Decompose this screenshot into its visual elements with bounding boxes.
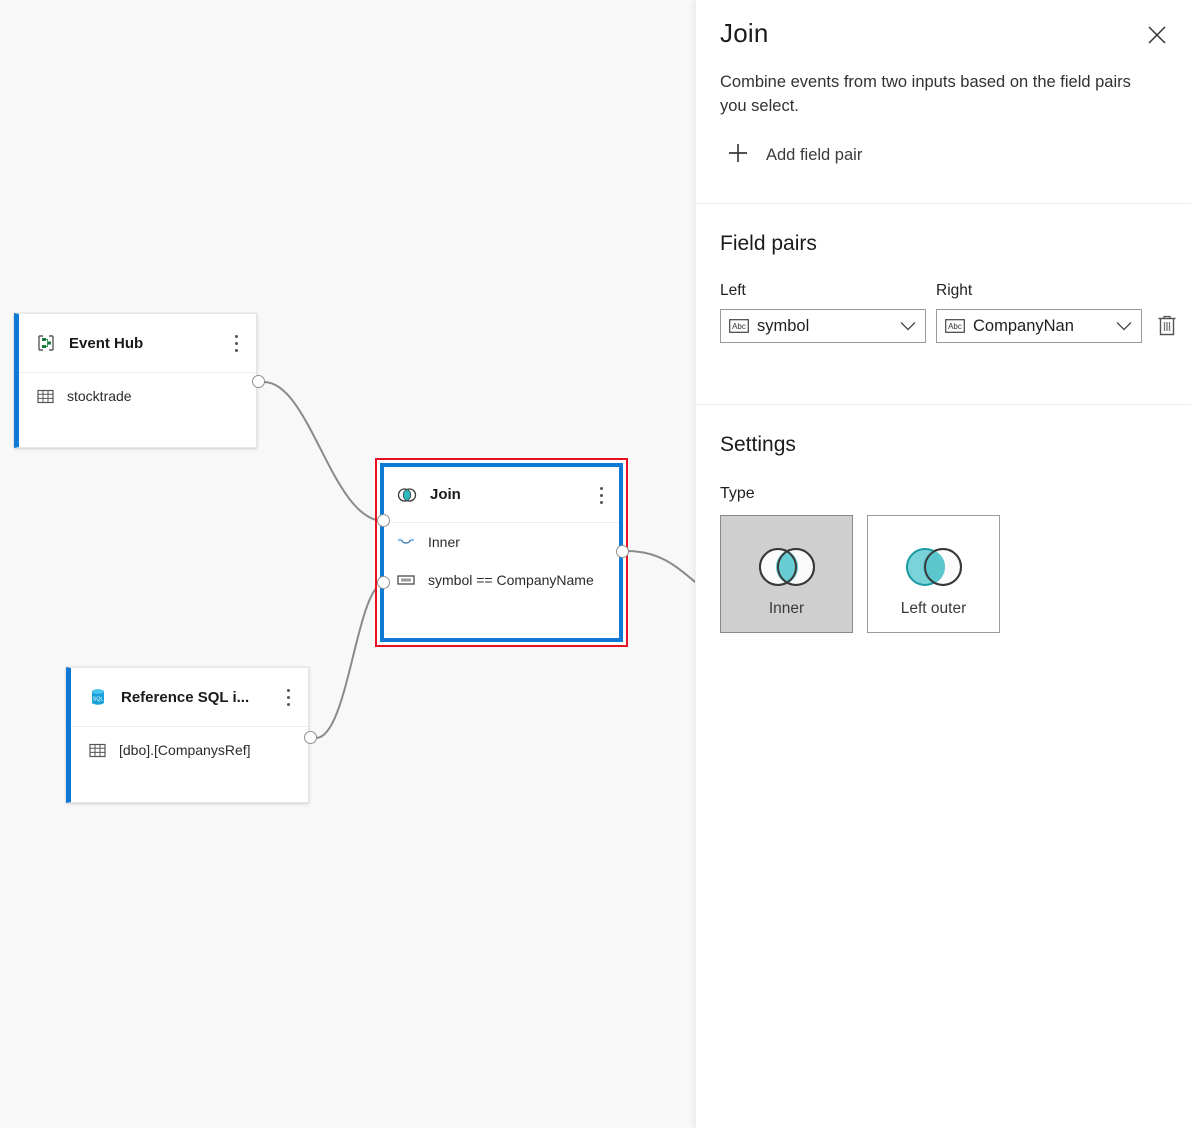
node-join-condition: symbol == CompanyName (428, 572, 594, 588)
join-type-option-inner[interactable]: Inner (720, 515, 853, 633)
venn-inner-icon (750, 536, 824, 598)
port-sqlref-output[interactable] (304, 731, 317, 744)
join-venn-icon (396, 484, 418, 506)
node-join-type: Inner (428, 534, 460, 550)
settings-title: Settings (720, 433, 796, 456)
left-field-select[interactable]: Abc symbol (720, 309, 926, 343)
page-title: Join (720, 18, 769, 48)
abc-string-icon: Abc (945, 319, 965, 333)
table-icon (87, 740, 107, 760)
settings-section: Settings Type Inner (696, 405, 1191, 633)
kebab-menu-icon[interactable] (591, 483, 611, 507)
right-field-value: CompanyNan (973, 316, 1074, 335)
node-title: Reference SQL i... (121, 688, 250, 706)
node-header: Join (384, 467, 619, 523)
node-stream-row: stocktrade (19, 373, 256, 419)
field-pairs-title: Field pairs (720, 232, 817, 255)
node-table-row: [dbo].[CompanysRef] (71, 727, 308, 773)
divider (696, 203, 1191, 204)
event-hub-icon (35, 332, 57, 354)
svg-text:Abc: Abc (732, 322, 746, 331)
field-match-icon (396, 570, 416, 590)
connection-edges (263, 381, 695, 739)
port-join-input-right[interactable] (377, 576, 390, 589)
join-type-label: Left outer (900, 600, 967, 617)
node-join[interactable]: Join Inner (380, 463, 623, 642)
add-field-pair-button[interactable]: Add field pair (726, 137, 868, 174)
kebab-menu-icon[interactable] (278, 685, 298, 709)
node-title: Join (430, 486, 461, 503)
right-column-label: Right (936, 282, 973, 299)
trash-icon[interactable] (1154, 312, 1180, 340)
field-pairs-column-headers: Left Right (720, 282, 1191, 300)
join-type-option-left-outer[interactable]: Left outer (867, 515, 1000, 633)
chevron-down-icon (895, 321, 921, 331)
chevron-down-icon (1111, 321, 1137, 331)
sql-database-icon: SQL (87, 686, 109, 708)
node-join-condition-row: symbol == CompanyName (384, 561, 619, 599)
node-table-name: [dbo].[CompanysRef] (119, 742, 251, 758)
join-properties-panel: Join Combine events from two inputs base… (695, 0, 1191, 1128)
node-title: Event Hub (69, 334, 144, 352)
right-field-select[interactable]: Abc CompanyNan (936, 309, 1142, 343)
kebab-menu-icon[interactable] (226, 331, 246, 355)
node-header: Event Hub (19, 314, 256, 373)
left-column-label: Left (720, 282, 746, 299)
close-icon[interactable] (1139, 18, 1175, 52)
node-join-type-row: Inner (384, 523, 619, 561)
join-type-options: Inner Left outer (720, 515, 1191, 633)
field-pairs-section: Field pairs Left Right Abc symbol (696, 204, 1191, 343)
pipeline-canvas[interactable]: Event Hub stocktrade (0, 0, 695, 1128)
left-field-value: symbol (757, 316, 810, 335)
venn-left-outer-icon (897, 536, 971, 598)
node-reference-sql-input[interactable]: SQL Reference SQL i... [dbo].[CompanysRe… (66, 667, 309, 803)
type-label: Type (720, 485, 755, 502)
panel-header: Join (696, 0, 1191, 49)
panel-description: Combine events from two inputs based on … (720, 73, 1131, 115)
plus-icon (726, 141, 750, 170)
node-event-hub[interactable]: Event Hub stocktrade (14, 313, 257, 448)
divider (696, 404, 1191, 405)
port-join-input-left[interactable] (377, 514, 390, 527)
table-icon (35, 386, 55, 406)
join-type-label: Inner (768, 600, 805, 617)
join-type-icon (396, 532, 416, 552)
field-pair-row: Abc symbol Abc (720, 309, 1191, 343)
svg-text:SQL: SQL (93, 696, 104, 702)
node-header: SQL Reference SQL i... (71, 668, 308, 727)
port-eventhub-output[interactable] (252, 375, 265, 388)
node-stream-name: stocktrade (67, 388, 132, 404)
svg-text:Abc: Abc (948, 322, 962, 331)
node-join-selection-ring: Join Inner (375, 458, 628, 647)
port-join-output[interactable] (616, 545, 629, 558)
abc-string-icon: Abc (729, 319, 749, 333)
add-field-pair-label: Add field pair (766, 145, 863, 164)
